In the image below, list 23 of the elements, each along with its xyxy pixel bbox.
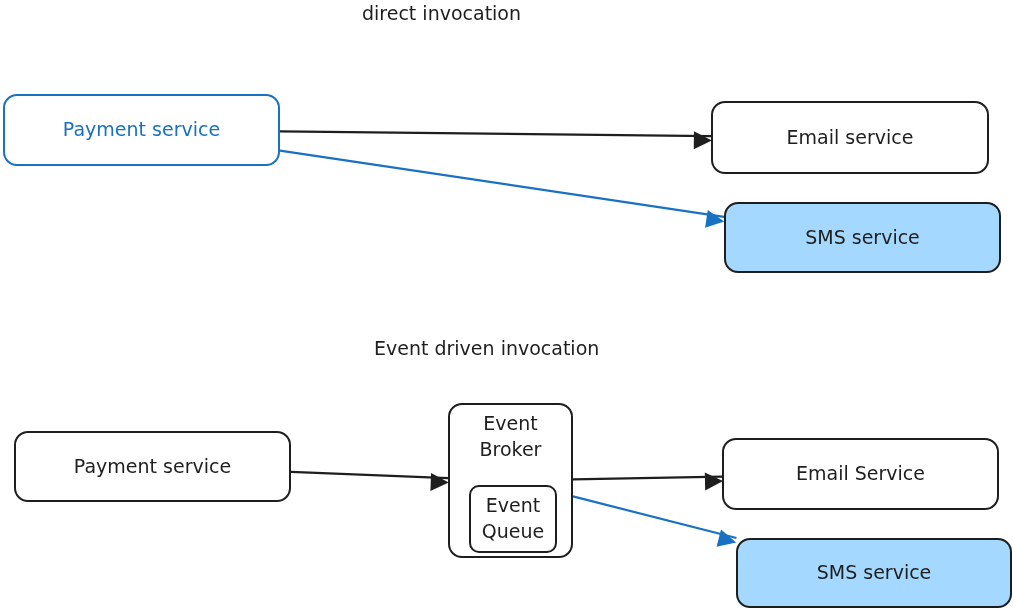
- arrow: [290, 470, 449, 491]
- arrow: [572, 495, 737, 547]
- service-box: [736, 538, 1012, 608]
- service-box: [3, 94, 280, 166]
- node-label: Event Broker: [478, 411, 543, 462]
- node-label: Email service: [786, 124, 914, 150]
- node-label: Payment service: [73, 453, 232, 479]
- section-title: direct invocation: [362, 2, 522, 24]
- node-label: Payment service: [62, 117, 221, 143]
- service-box: [711, 101, 989, 174]
- section-title: Event driven invocation: [374, 337, 600, 359]
- node-label: SMS service: [816, 560, 932, 586]
- service-box: [14, 431, 291, 502]
- queue-box: [469, 485, 557, 553]
- service-box: [448, 403, 573, 558]
- arrow: [572, 472, 723, 491]
- service-box: [724, 202, 1001, 273]
- arrow: [279, 149, 725, 228]
- service-box: [722, 438, 999, 510]
- arrow: [280, 130, 712, 150]
- node-label: SMS service: [805, 224, 920, 250]
- node-label: Event Queue: [480, 493, 546, 544]
- node-label: Email Service: [796, 461, 925, 487]
